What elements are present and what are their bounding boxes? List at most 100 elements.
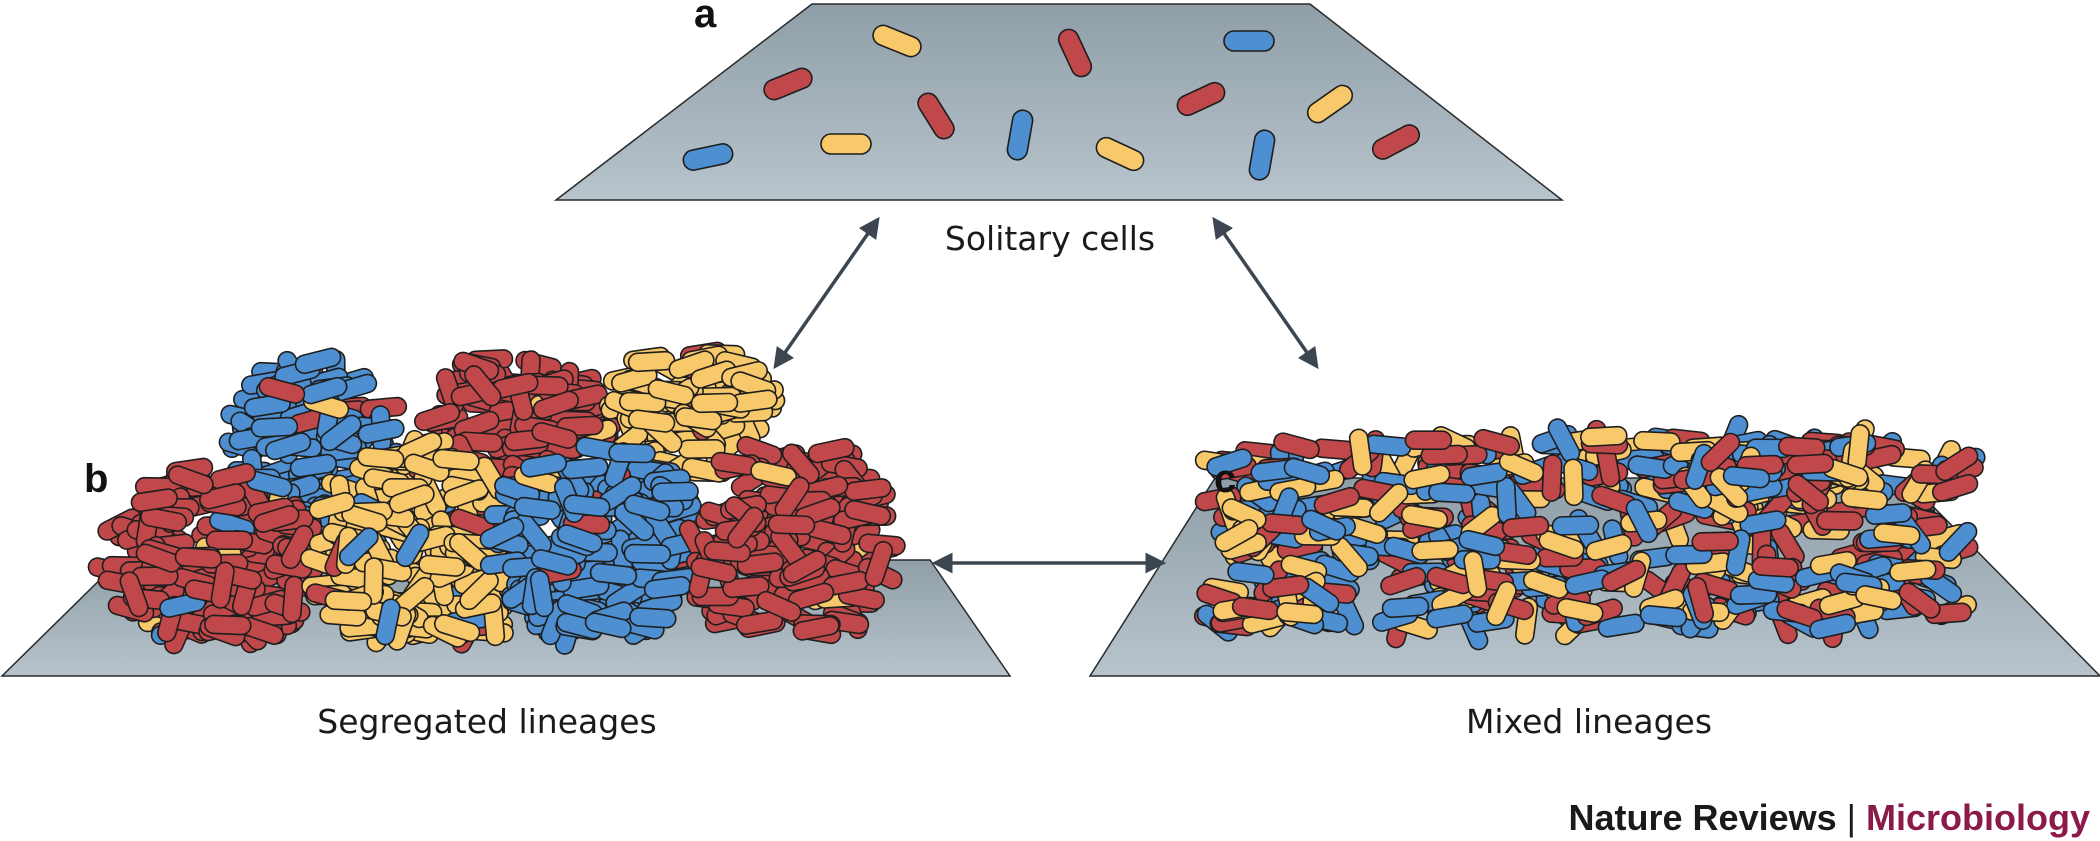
bacterial-cell <box>1381 596 1430 619</box>
bacterial-cell <box>356 447 405 470</box>
bacterial-cell <box>395 523 430 568</box>
arrow-a-b <box>773 216 880 370</box>
bacterial-cell <box>319 414 362 452</box>
bacterial-cell <box>690 557 738 584</box>
bacterial-cell <box>1214 518 1259 553</box>
bacterial-cell <box>682 143 734 171</box>
bacterial-cell <box>763 67 813 101</box>
journal-credit: Nature Reviews|Microbiology <box>1569 797 2090 838</box>
bacterial-cell <box>308 491 356 520</box>
mixed-cells-group <box>1193 414 1986 651</box>
bacterial-cell <box>130 488 178 513</box>
bacterial-cell <box>289 453 338 478</box>
bacterial-cell <box>375 598 401 646</box>
bacterial-cell <box>872 24 922 58</box>
bacterial-cell <box>205 530 254 551</box>
bacterial-cell <box>1227 561 1275 585</box>
bacterial-cell <box>1855 585 1903 611</box>
bacterial-cell <box>1639 605 1688 628</box>
bacterial-cell <box>418 554 466 577</box>
panel-letter-c: c <box>1214 457 1236 501</box>
bacterial-cell <box>1498 451 1545 483</box>
bacterial-cell <box>1889 559 1937 582</box>
bacterial-cell <box>1580 425 1628 447</box>
bacterial-cell <box>338 527 379 567</box>
bacterial-cell <box>464 365 502 407</box>
bacterial-cell <box>1625 498 1658 544</box>
bacterial-cell <box>1938 521 1978 562</box>
bacterial-cell <box>1585 533 1633 561</box>
bacterial-cell <box>413 402 461 432</box>
bacterial-cell <box>1873 522 1921 546</box>
bacterial-cell <box>756 590 802 622</box>
bacterial-cell <box>1283 457 1331 486</box>
bacterial-cell <box>1223 30 1275 52</box>
segregated-cells-group <box>87 341 906 655</box>
bacterial-cell <box>1809 613 1857 640</box>
bacterial-cell <box>627 409 676 433</box>
bacterial-cell <box>532 390 579 420</box>
bacterial-cell <box>204 614 252 636</box>
bacterial-cell <box>258 376 306 404</box>
bacterial-cell <box>1403 464 1451 490</box>
bacterial-cell <box>250 416 299 438</box>
journal-section: Microbiology <box>1866 797 2090 838</box>
bacterial-cell <box>1276 602 1324 625</box>
bacterial-cell <box>722 576 770 599</box>
bacterial-cell <box>324 590 373 612</box>
bacterial-cell <box>1816 510 1864 531</box>
bacterial-cell <box>1556 597 1604 624</box>
bacterial-cell <box>135 543 182 573</box>
bacterial-cell <box>459 570 499 611</box>
bacterial-cell <box>1380 566 1427 596</box>
bacterial-cell <box>864 540 894 588</box>
bacterial-cell <box>1501 515 1550 538</box>
panel-letter-a: a <box>694 0 717 36</box>
bacterial-cell <box>1898 582 1941 619</box>
bacterial-cell <box>562 494 611 518</box>
bacterial-cell <box>1787 474 1830 512</box>
bacterial-cell <box>403 453 450 483</box>
bacterial-cell <box>1495 476 1518 525</box>
bacterial-cell <box>917 92 955 140</box>
bacterial-cell <box>584 612 632 639</box>
bacterial-cell <box>1306 84 1354 124</box>
bacterial-cell <box>1935 446 1979 482</box>
bacterial-cell <box>1364 434 1412 457</box>
bacterial-cell <box>627 350 676 373</box>
bacterial-cell <box>282 575 304 624</box>
bacterial-cell <box>1538 530 1585 560</box>
bacterial-cell <box>792 615 840 641</box>
bacterial-cell <box>1486 580 1517 627</box>
bacterial-cell <box>690 392 739 414</box>
bacterial-cell <box>629 607 677 629</box>
bacterial-cell <box>1261 513 1309 536</box>
bacterial-cell <box>1400 504 1449 530</box>
bacterial-cell <box>820 133 872 155</box>
bacterial-cell <box>1473 428 1521 456</box>
bacterial-cell <box>623 494 671 522</box>
bacterial-cell <box>1248 129 1276 181</box>
bacterial-cell <box>1458 529 1506 557</box>
transition-arrows <box>773 216 1319 574</box>
bacterial-cell <box>623 543 672 565</box>
bacterial-cell <box>513 496 562 521</box>
bacterial-cell <box>727 506 764 549</box>
journal-separator: | <box>1847 797 1856 838</box>
bacterial-cell <box>1687 576 1715 624</box>
bacterial-cell <box>519 453 568 478</box>
bacterial-cell <box>357 418 405 444</box>
bacterial-cell <box>1411 539 1459 561</box>
bacterial-cell <box>210 561 235 609</box>
bacterial-cell <box>479 517 525 549</box>
bacterial-cell <box>253 505 300 533</box>
caption-solitary-cells: Solitary cells <box>945 219 1155 258</box>
bacterial-cell <box>844 499 892 526</box>
bacterial-cell <box>1700 432 1741 472</box>
bacterial-cell <box>530 549 578 576</box>
bacterial-cell <box>1348 428 1373 476</box>
bacterial-cell <box>140 507 188 532</box>
bacterial-cell <box>1206 448 1253 477</box>
caption-segregated-lineages: Segregated lineages <box>317 702 656 741</box>
bacterial-cell <box>529 569 554 618</box>
